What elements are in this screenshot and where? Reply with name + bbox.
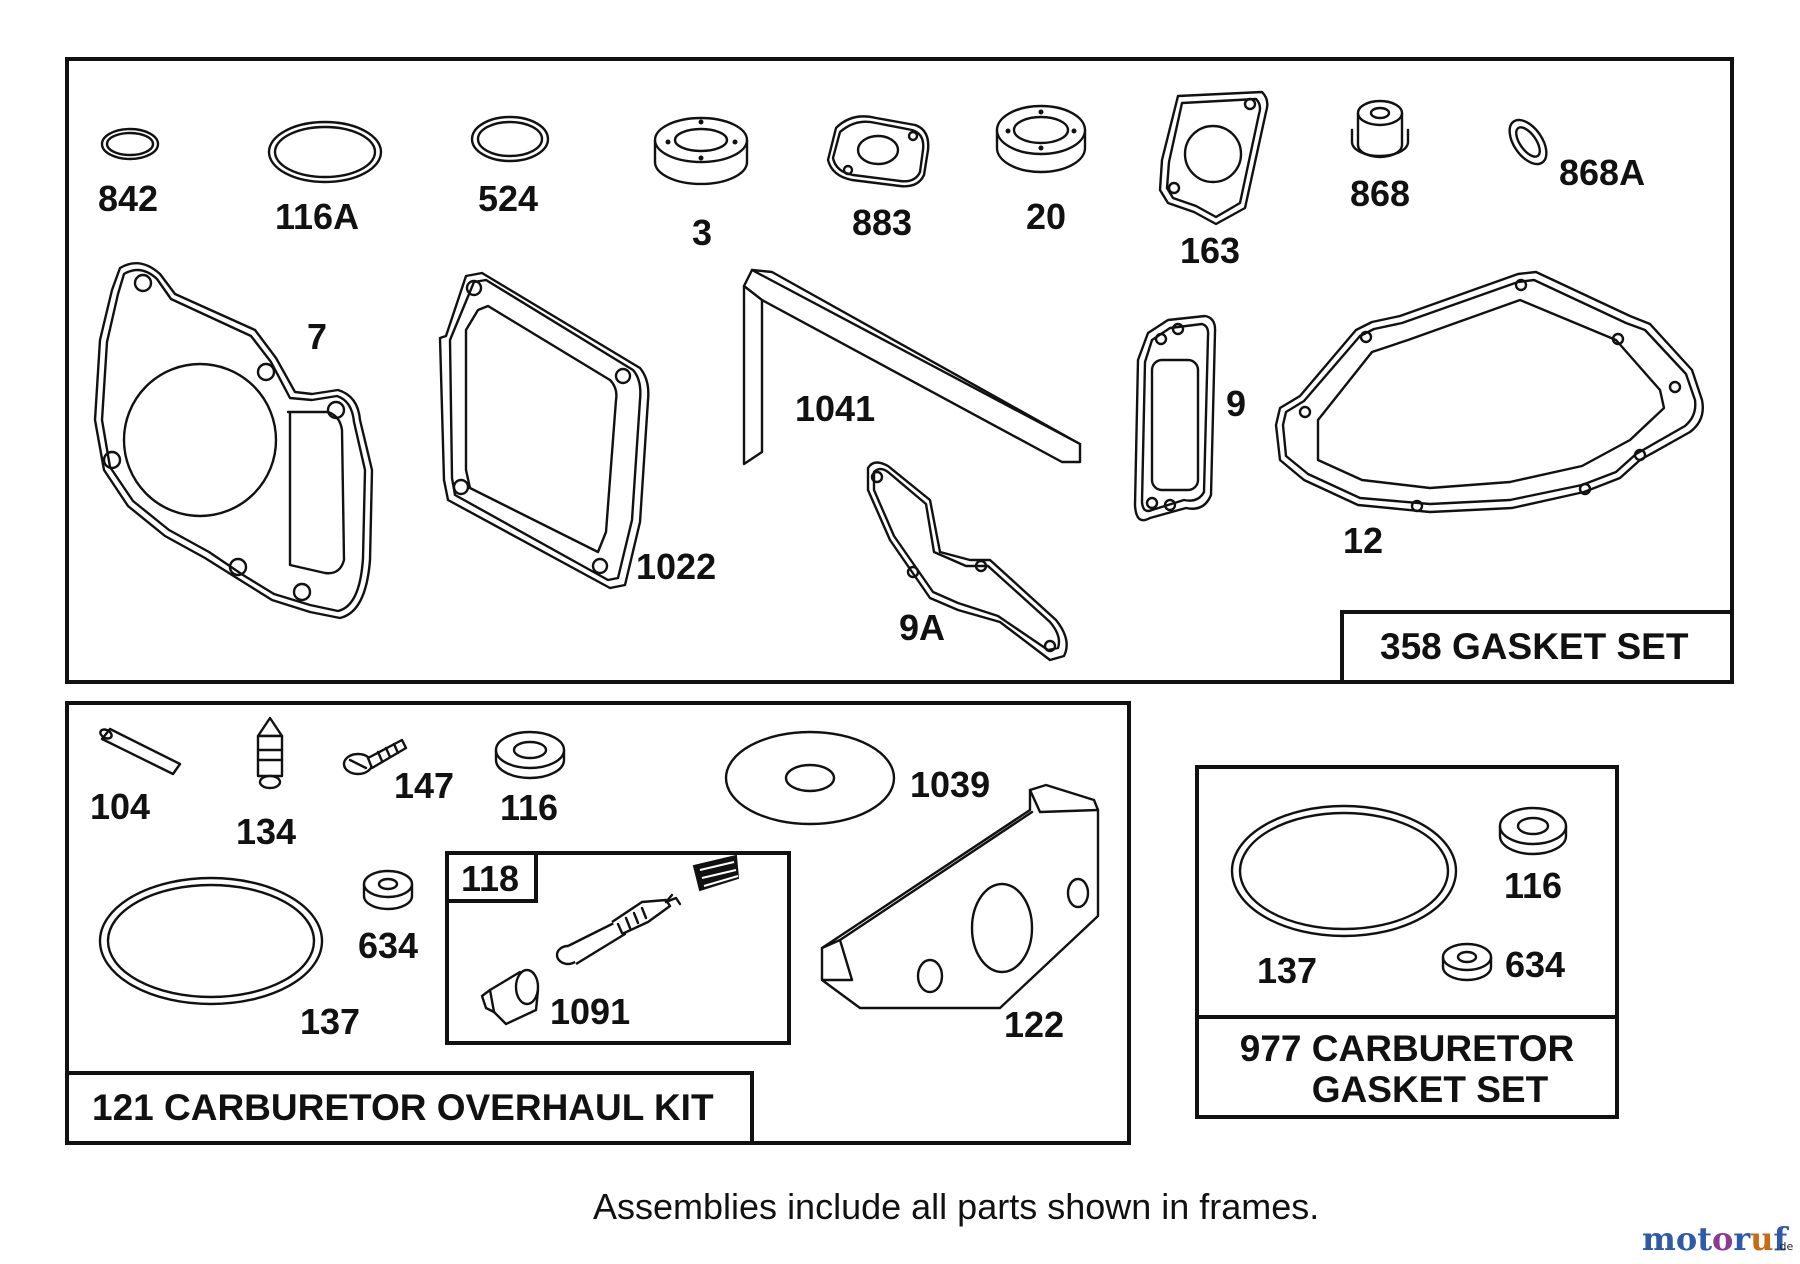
label-868A: 868A <box>1559 152 1645 193</box>
label-883: 883 <box>852 202 912 243</box>
part-116A-oring <box>267 120 383 184</box>
part-868A-washer <box>1508 118 1548 166</box>
label-1041: 1041 <box>795 388 875 429</box>
part-1091-mixture-valve <box>555 893 682 966</box>
overhaul-kit-title: 121 CARBURETOR OVERHAUL KIT <box>92 1087 714 1128</box>
part-116-washer-carb-set <box>1498 806 1568 856</box>
carb-gasket-set-title-line2: GASKET SET <box>1312 1069 1549 1110</box>
label-9A: 9A <box>899 607 945 648</box>
watermark-suffix: .de <box>1776 1240 1793 1253</box>
part-9-gasket <box>1133 314 1217 522</box>
part-137-oring <box>98 876 324 1006</box>
label-1022: 1022 <box>636 546 716 587</box>
label-12: 12 <box>1343 520 1383 561</box>
label-104: 104 <box>90 786 150 827</box>
label-1091: 1091 <box>550 991 630 1032</box>
label-147: 147 <box>394 765 454 806</box>
label-122: 122 <box>1004 1004 1064 1045</box>
part-1022-gasket <box>438 271 650 590</box>
part-634-washer-carb-set <box>1441 942 1493 982</box>
sub-kit-118-frame <box>445 851 791 1045</box>
label-9: 9 <box>1226 383 1246 424</box>
label-634: 634 <box>358 925 418 966</box>
part-spring <box>692 854 740 892</box>
part-147-screw <box>342 738 408 776</box>
part-868-grommet <box>1350 99 1410 159</box>
label-524: 524 <box>478 178 538 219</box>
part-7-head-gasket <box>93 262 374 620</box>
label-3: 3 <box>692 212 712 253</box>
part-1039-disc <box>724 730 896 826</box>
label-116: 116 <box>500 787 558 828</box>
part-634-washer <box>362 869 414 911</box>
label-137: 137 <box>300 1001 360 1042</box>
part-524-oring <box>470 115 550 163</box>
gasket-set-title: 358 GASKET SET <box>1380 626 1689 667</box>
sub-kit-118-title: 118 <box>461 858 519 899</box>
label-20: 20 <box>1026 196 1066 237</box>
label-137-carb-set: 137 <box>1257 950 1317 991</box>
label-1039: 1039 <box>910 764 990 805</box>
label-7: 7 <box>307 316 327 357</box>
svg-text:motoruf: motoruf <box>1642 1220 1789 1258</box>
label-163: 163 <box>1180 230 1240 271</box>
part-1041-gasket-strip <box>742 268 1082 466</box>
label-868: 868 <box>1350 173 1410 214</box>
part-134-needle-valve <box>256 716 284 790</box>
part-163-gasket <box>1158 90 1269 226</box>
motoruf-watermark: motoruf .de <box>1642 1220 1793 1258</box>
carb-gasket-set-frame <box>1195 765 1619 1119</box>
part-12-crankcase-gasket <box>1274 270 1704 514</box>
part-9A-gasket <box>866 461 1068 662</box>
part-842-oring <box>100 127 160 161</box>
part-883-gasket <box>826 115 930 188</box>
part-1091-body <box>480 968 540 1026</box>
gasket-set-title-box <box>1340 610 1734 684</box>
part-116-washer <box>494 730 566 780</box>
overhaul-kit-title-box <box>65 1071 754 1145</box>
label-634-carb-set: 634 <box>1505 944 1565 985</box>
part-3-oil-seal <box>653 116 749 186</box>
part-104-pin <box>99 727 182 776</box>
gasket-set-frame <box>65 57 1734 684</box>
label-116-carb-set: 116 <box>1504 865 1562 906</box>
label-134: 134 <box>236 811 296 852</box>
label-842: 842 <box>98 178 158 219</box>
carb-gasket-set-title-line1: 977 CARBURETOR <box>1240 1028 1574 1069</box>
sub-kit-118-title-box <box>445 851 538 903</box>
part-122-spacer <box>820 783 1100 1010</box>
label-116A: 116A <box>275 196 359 237</box>
part-20-oil-seal <box>995 104 1087 174</box>
part-137-oring-carb-set <box>1230 804 1458 938</box>
assembly-note: Assemblies include all parts shown in fr… <box>593 1186 1319 1227</box>
